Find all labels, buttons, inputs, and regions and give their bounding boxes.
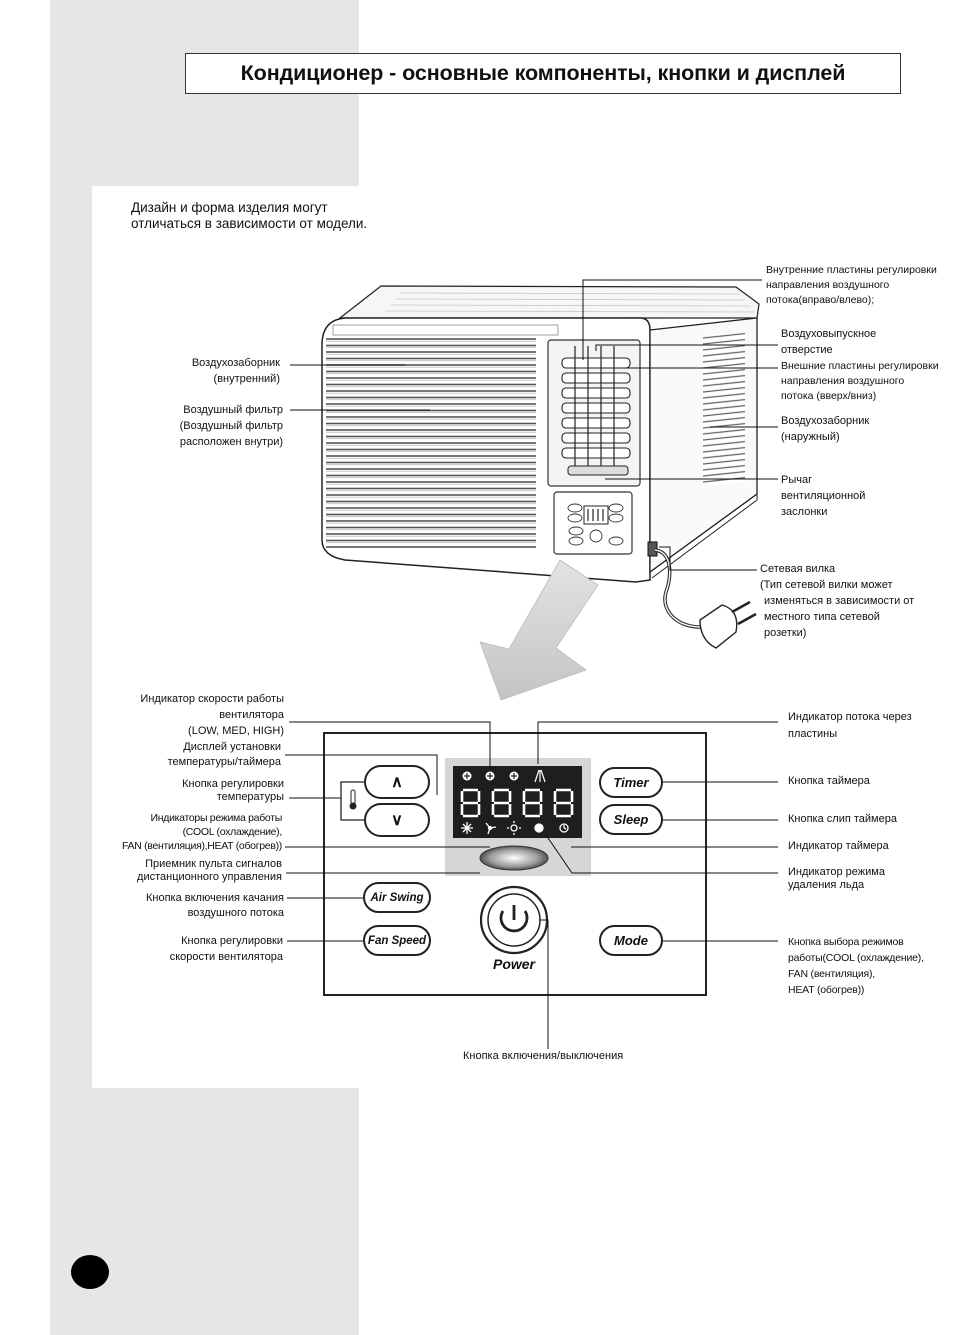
snowflake-icon bbox=[461, 822, 473, 834]
sleep-button[interactable]: Sleep bbox=[599, 804, 663, 835]
air-swing-button[interactable]: Air Swing bbox=[363, 882, 431, 913]
remote-sensor bbox=[479, 845, 549, 871]
air-outlet-louvers bbox=[561, 357, 631, 459]
model-note: Дизайн и форма изделия могут отличаться … bbox=[131, 200, 367, 232]
clock-icon bbox=[559, 823, 569, 833]
power-label: Power bbox=[492, 956, 535, 972]
thermometer-icon bbox=[349, 789, 357, 810]
power-button[interactable] bbox=[481, 887, 547, 953]
page-title: Кондиционер - основные компоненты, кнопк… bbox=[185, 53, 901, 94]
label-power-plug: Сетевая вилка(Тип сетевой вилки может из… bbox=[760, 563, 915, 639]
note-line: отличаться в зависимости от модели. bbox=[131, 216, 368, 231]
deice-icon bbox=[534, 823, 544, 833]
side-grille bbox=[703, 331, 745, 486]
louver-flow-icon bbox=[534, 769, 546, 783]
label-air-intake-outer: Воздухозаборник(наружный) bbox=[781, 415, 870, 443]
timer-button[interactable]: Timer bbox=[599, 767, 663, 798]
note-line: Дизайн и форма изделия могут bbox=[131, 200, 328, 215]
zoom-arrow bbox=[479, 559, 599, 701]
power-icon bbox=[499, 905, 529, 933]
label-air-intake-inner: Воздухозаборник(внутренний) bbox=[191, 357, 280, 385]
sun-icon bbox=[507, 821, 521, 835]
seven-segment-digits bbox=[460, 788, 574, 818]
front-grille bbox=[326, 336, 536, 548]
fan-mode-icon bbox=[485, 822, 497, 835]
mode-button[interactable]: Mode bbox=[599, 925, 663, 956]
temp-down-button[interactable]: ∨ bbox=[364, 803, 430, 837]
temp-up-button[interactable]: ∧ bbox=[364, 765, 430, 799]
power-plug-icon bbox=[699, 604, 738, 649]
label-timer-button: Кнопка таймера bbox=[788, 775, 870, 787]
label-timer-indicator: Индикатор таймера bbox=[788, 840, 889, 852]
page-marker-dot bbox=[71, 1255, 109, 1289]
fan-speed-button[interactable]: Fan Speed bbox=[363, 925, 431, 956]
label-sleep-button: Кнопка слип таймера bbox=[788, 813, 897, 825]
label-mode-indicators: Индикаторы режима работы(COOL (охлаждени… bbox=[121, 812, 282, 852]
label-power-button: Кнопка включения/выключения bbox=[463, 1050, 624, 1062]
